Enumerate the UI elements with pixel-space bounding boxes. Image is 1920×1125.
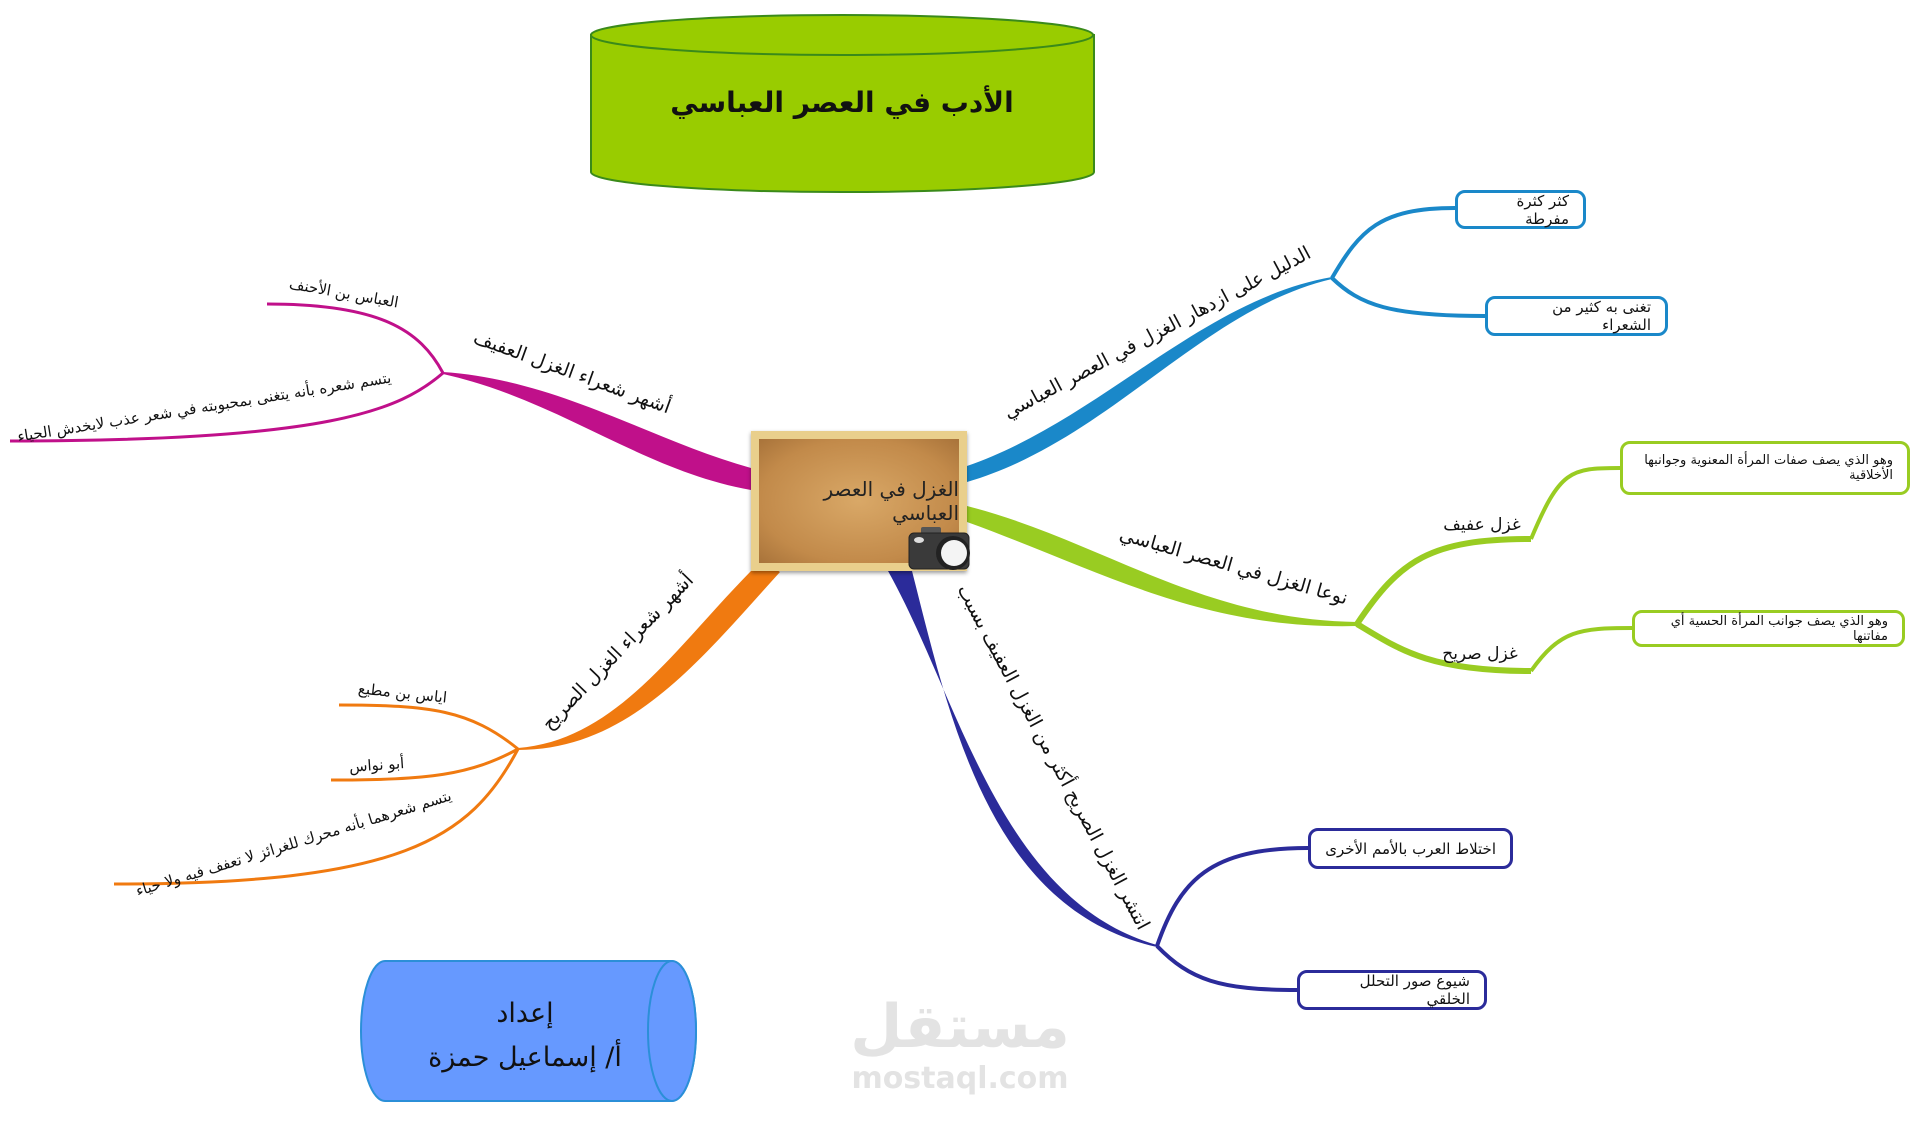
title-cylinder: الأدب في العصر العباسي: [590, 14, 1095, 194]
author-cylinder: إعداد أ/ إسماعيل حمزة: [360, 960, 697, 1102]
spread-item-1: اختلاط العرب بالأمم الأخرى: [1308, 828, 1513, 869]
explicit-poets-desc: يتسم شعرهما بأنه محرك للغرائز لا تعفف في…: [133, 785, 454, 900]
evidence-item-1: كثر كثرة مفرطة: [1455, 190, 1586, 229]
central-topic-label: الغزل في العصر العباسي: [823, 477, 960, 525]
poet-abu-nuwas: أبو نواس: [348, 753, 404, 776]
watermark-arabic: مستقل: [850, 992, 1070, 1062]
branch-types: نوعا الغزل في العصر العباسي غزل عفيف غزل…: [967, 466, 1633, 674]
branch-spread: انتشر الغزل الصريح أكثر من الغزل العفيف …: [888, 571, 1309, 992]
branch-types-label: نوعا الغزل في العصر العباسي: [1117, 523, 1350, 609]
watermark: مستقل mostaql.com: [845, 992, 1075, 1096]
branch-explicit-poets: أشهر شعراء الغزل الصريح اياس بن مطيع أبو…: [113, 560, 780, 900]
central-topic: الغزل في العصر العباسي: [751, 431, 970, 571]
evidence-item-2: تغنى به كثير من الشعراء: [1485, 296, 1668, 336]
type-chaste-label: غزل عفيف: [1443, 515, 1521, 535]
type-chaste-desc: وهو الذي يصف صفات المرأة المعنوية وجوانب…: [1620, 441, 1910, 495]
branch-chaste-poets: أشهر شعراء الغزل العفيف العباس بن الأحنف…: [9, 274, 751, 490]
branch-evidence: الدليل على ازدهار الغزل في العصر العباسي: [967, 206, 1486, 482]
type-explicit-label: غزل صريح: [1442, 644, 1518, 664]
branch-evidence-label: الدليل على ازدهار الغزل في العصر العباسي: [1000, 242, 1315, 423]
spread-item-2: شيوع صور التحلل الخلقي: [1297, 970, 1487, 1010]
watermark-latin: mostaql.com: [851, 1061, 1069, 1096]
author-line1: إعداد: [496, 998, 553, 1029]
branch-spread-label: انتشر الغزل الصريح أكثر من الغزل العفيف …: [953, 580, 1156, 934]
type-explicit-desc: وهو الذي يصف جوانب المرأة الحسية أي مفات…: [1632, 610, 1905, 647]
author-line2: أ/ إسماعيل حمزة: [428, 1038, 622, 1073]
poet-iyas: اياس بن مطيع: [357, 679, 448, 706]
title-text: الأدب في العصر العباسي: [670, 85, 1014, 119]
camera-icon: [908, 527, 970, 570]
